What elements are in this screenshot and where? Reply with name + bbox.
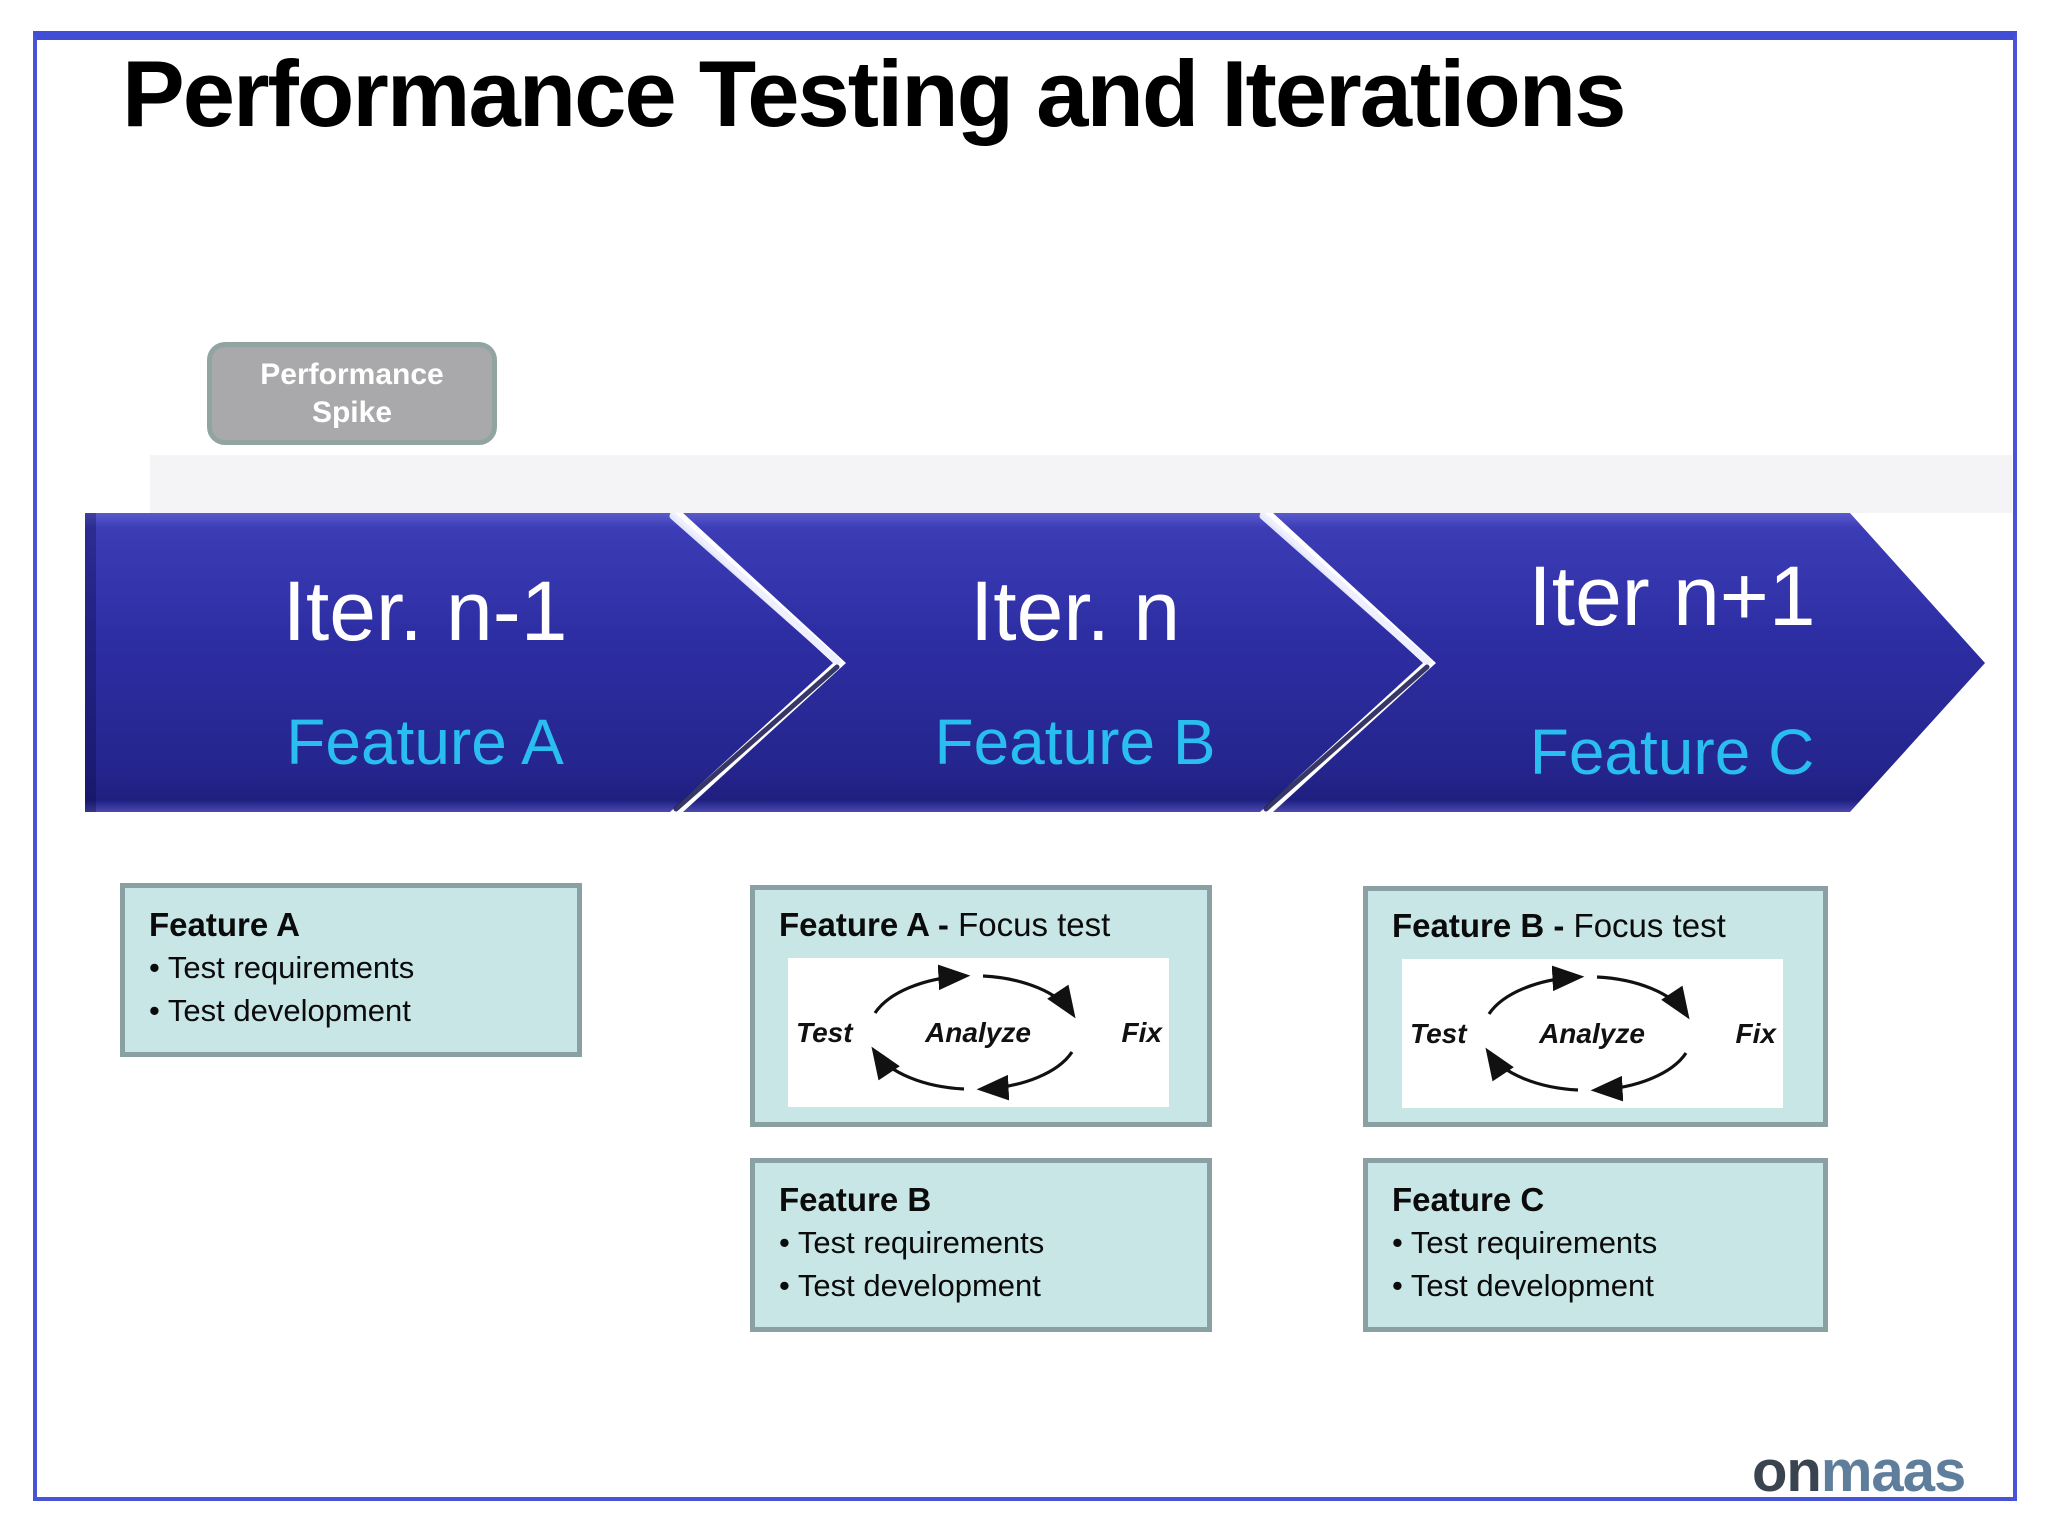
test-analyze-fix-cycle: Test Analyze Fix bbox=[1402, 959, 1783, 1108]
feature-b-bullet-2: • Test development bbox=[779, 1267, 1041, 1303]
feature-c-box: Feature C • Test requirements • Test dev… bbox=[1363, 1158, 1828, 1332]
cycle-fix-label: Fix bbox=[1736, 1018, 1778, 1049]
slide-border bbox=[33, 31, 2017, 1501]
feature-b-box: Feature B • Test requirements • Test dev… bbox=[750, 1158, 1212, 1332]
feature-a-bullet-2: • Test development bbox=[149, 992, 411, 1028]
feature-c-bullet-2: • Test development bbox=[1392, 1267, 1654, 1303]
cycle-analyze-label: Analyze bbox=[924, 1017, 1031, 1048]
feature-a-title: Feature A bbox=[149, 906, 300, 943]
focus-title-rest: Focus test bbox=[1573, 907, 1726, 944]
chevron-2-iteration-label: Iter. n bbox=[969, 564, 1181, 658]
chevron-1-iteration-label: Iter. n-1 bbox=[282, 564, 568, 658]
cycle-test-label: Test bbox=[1410, 1018, 1468, 1049]
cycle-fix-label: Fix bbox=[1122, 1017, 1164, 1048]
feature-a-focus-title: Feature A - Focus test bbox=[779, 906, 1183, 944]
cycle-test-label: Test bbox=[796, 1017, 854, 1048]
feature-c-title: Feature C bbox=[1392, 1181, 1545, 1218]
test-analyze-fix-cycle: Test Analyze Fix bbox=[788, 958, 1169, 1107]
chevron-2-feature-label: Feature B bbox=[934, 706, 1216, 778]
chevron-2-shape bbox=[683, 513, 1423, 812]
logo-part-maas: maas bbox=[1820, 1439, 1966, 1504]
spike-line2: Spike bbox=[311, 395, 393, 429]
chevron-3-iteration-label: Iter n+1 bbox=[1528, 549, 1816, 643]
feature-b-title: Feature B bbox=[779, 1181, 932, 1218]
focus-title-bold: Feature A - bbox=[779, 906, 959, 943]
logo-part-on: on bbox=[1752, 1439, 1822, 1504]
chevron-1-feature-label: Feature A bbox=[286, 706, 564, 778]
spike-line1: Performance bbox=[260, 358, 444, 391]
feature-b-focus-box: Feature B - Focus test Test Analyze bbox=[1363, 886, 1828, 1127]
feature-a-bullet-1: • Test requirements bbox=[149, 949, 415, 985]
chevron-3-shape bbox=[1273, 513, 1985, 812]
onmaas-logo: onmaas bbox=[1752, 1438, 1966, 1505]
focus-title-rest: Focus test bbox=[958, 906, 1111, 943]
focus-title-bold: Feature B - bbox=[1392, 907, 1574, 944]
chevron-3-feature-label: Feature C bbox=[1529, 716, 1815, 788]
feature-b-bullet-1: • Test requirements bbox=[779, 1224, 1045, 1260]
chevron-1-shape bbox=[85, 513, 833, 812]
feature-a-box: Feature A • Test requirements • Test dev… bbox=[120, 883, 582, 1057]
page-title: Performance Testing and Iterations bbox=[122, 41, 1627, 146]
feature-b-focus-title: Feature B - Focus test bbox=[1392, 907, 1799, 945]
performance-spike-box: Performance Spike bbox=[207, 342, 497, 445]
cycle-analyze-label: Analyze bbox=[1538, 1018, 1645, 1049]
feature-c-bullet-1: • Test requirements bbox=[1392, 1224, 1658, 1260]
background-tint-band bbox=[150, 455, 2012, 513]
feature-a-focus-box: Feature A - Focus test Test Analyze bbox=[750, 885, 1212, 1127]
